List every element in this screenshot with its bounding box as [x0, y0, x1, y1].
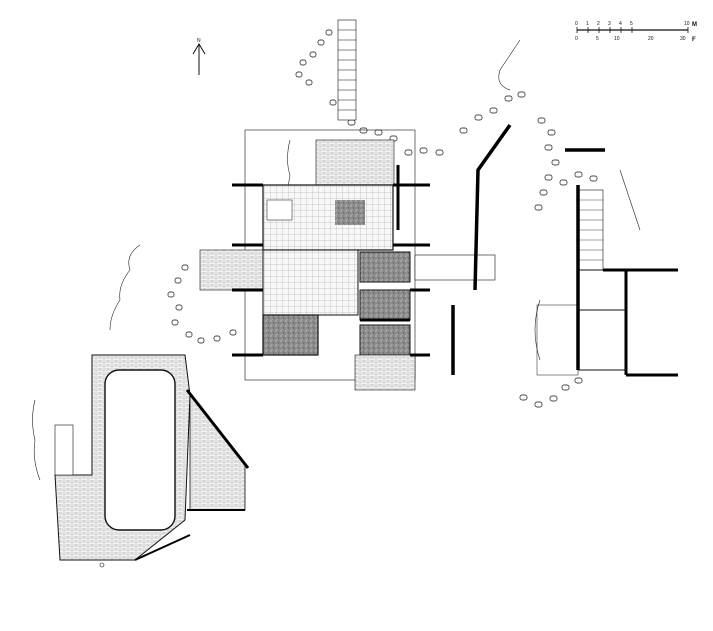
- west-deck: [199, 249, 266, 291]
- bedroom-3: [359, 324, 411, 356]
- north-arrow: N: [192, 38, 206, 75]
- central-hall: [262, 249, 359, 316]
- scale-m-tick-1: 1: [586, 21, 589, 27]
- living-hearth: [335, 200, 365, 225]
- terrain-contours: [32, 19, 641, 481]
- scale-m-tick-3: 3: [608, 21, 611, 27]
- scale-m-tick-10: 10: [684, 21, 690, 27]
- scale-m-tick-0: 0: [575, 21, 578, 27]
- house-walls: [232, 165, 430, 357]
- scale-bar: 0 1 2 3 4 5 10 M 0 5 10 20 30 F: [575, 21, 697, 43]
- stair-north: [337, 19, 357, 121]
- south-terrace: [354, 354, 416, 391]
- retaining-walls: [451, 123, 605, 375]
- scale-m-tick-5: 5: [630, 21, 633, 27]
- bedroom-1: [359, 251, 411, 283]
- bathroom: [262, 314, 319, 356]
- scale-f-tick-30: 30: [680, 36, 686, 42]
- scale-f-tick-10: 10: [614, 36, 620, 42]
- stone-path-north: [295, 29, 526, 156]
- scale-m-unit: M: [692, 22, 697, 28]
- north-terrace: [315, 139, 395, 186]
- pool-terrace: [54, 354, 250, 568]
- bedroom-2: [359, 289, 411, 321]
- east-bridge: [414, 254, 496, 281]
- scale-f-tick-5: 5: [596, 36, 599, 42]
- stone-path-west: [167, 264, 237, 344]
- stone-path-east: [519, 117, 598, 408]
- main-house-plan: [199, 129, 496, 391]
- scale-m-tick-4: 4: [619, 21, 622, 27]
- pool-stair: [54, 424, 74, 476]
- scale-m-tick-2: 2: [597, 21, 600, 27]
- north-label: N: [197, 38, 201, 44]
- scale-f-unit: F: [692, 37, 696, 43]
- living-table: [266, 199, 293, 221]
- guest-house-plan: [536, 185, 678, 377]
- swimming-pool: [104, 369, 176, 531]
- scale-f-tick-0: 0: [575, 36, 578, 42]
- scale-f-tick-20: 20: [648, 36, 654, 42]
